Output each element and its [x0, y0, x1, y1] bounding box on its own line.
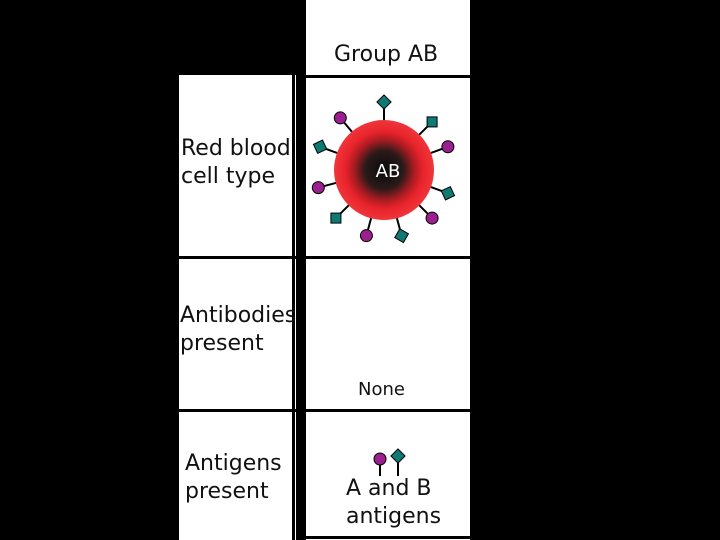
column-divider-outer — [298, 72, 301, 540]
antibodies-value: None — [358, 379, 405, 400]
table-top-border — [174, 72, 300, 75]
row-label-red-blood-cell: Red blood cell type — [181, 136, 291, 189]
right-column-border — [303, 0, 306, 540]
row-label-antigens: Antigens present — [185, 451, 282, 504]
group-ab-column — [305, 0, 470, 540]
row-label-antibodies: Antibodies present — [180, 303, 297, 356]
table-bottom-border — [304, 536, 470, 539]
row-divider-2 — [176, 409, 470, 412]
row-label-column — [176, 74, 296, 540]
left-border — [176, 72, 179, 540]
header-divider — [304, 75, 470, 78]
row-divider-1 — [176, 256, 470, 259]
group-title: Group AB — [334, 42, 439, 67]
antigens-value: A and B antigens — [346, 476, 442, 529]
column-divider-inner — [292, 72, 295, 540]
